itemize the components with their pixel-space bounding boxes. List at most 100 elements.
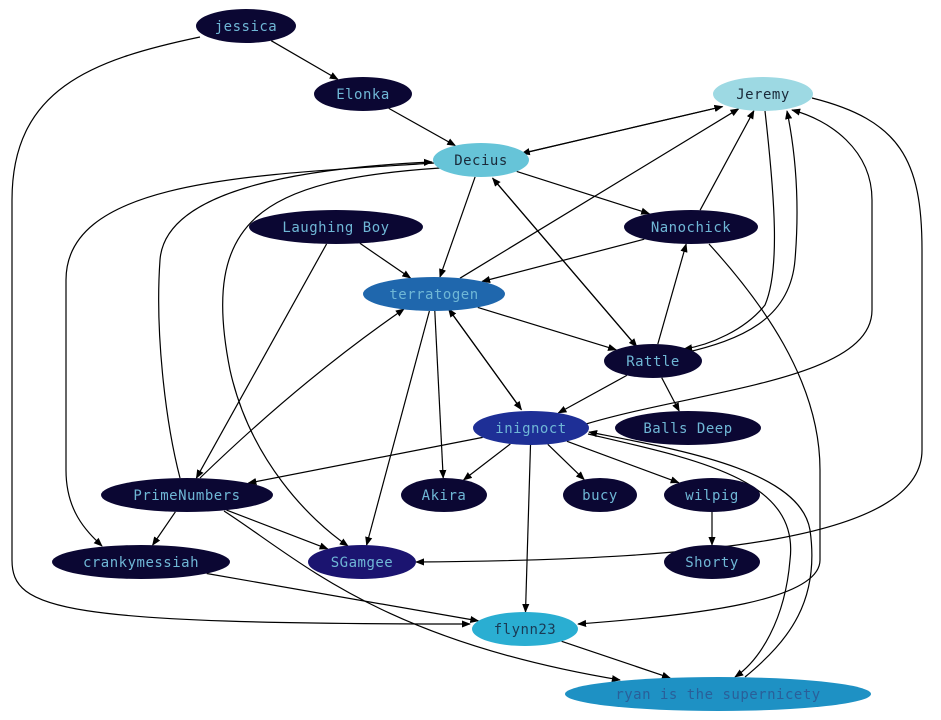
edge-crankymessiah-to-flynn23 bbox=[206, 572, 480, 624]
edges-layer bbox=[11, 36, 923, 683]
node-akira[interactable]: Akira bbox=[401, 478, 487, 512]
node-label-jessica: jessica bbox=[215, 19, 278, 35]
node-rattle[interactable]: Rattle bbox=[604, 344, 702, 378]
node-shape-decius[interactable] bbox=[433, 143, 529, 177]
node-label-terratogen: terratogen bbox=[389, 287, 478, 303]
edge-primenumbers-to-terratogen bbox=[199, 308, 405, 479]
node-shape-jessica[interactable] bbox=[196, 9, 296, 43]
edge-rattle-to-balls-deep bbox=[661, 377, 680, 412]
node-shape-jeremy[interactable] bbox=[713, 77, 813, 111]
node-shape-balls-deep[interactable] bbox=[615, 411, 761, 445]
edge-inignoct-to-akira bbox=[462, 443, 511, 481]
node-jeremy[interactable]: Jeremy bbox=[713, 77, 813, 111]
edge-decius-to-terratogen bbox=[439, 176, 476, 278]
edge-laughing-boy-to-terratogen bbox=[359, 242, 412, 279]
node-shape-rattle[interactable] bbox=[604, 344, 702, 378]
edge-inignoct-to-jeremy bbox=[585, 108, 873, 425]
node-shape-terratogen[interactable] bbox=[363, 277, 505, 311]
node-label-flynn23: flynn23 bbox=[494, 622, 557, 638]
node-shape-bucy[interactable] bbox=[563, 478, 637, 512]
edge-nanochick-to-terratogen bbox=[481, 238, 645, 283]
node-label-crankymessiah: crankymessiah bbox=[83, 555, 199, 571]
node-label-shorty: Shorty bbox=[685, 555, 739, 571]
node-label-elonka: Elonka bbox=[336, 87, 390, 103]
node-elonka[interactable]: Elonka bbox=[314, 77, 412, 111]
node-shape-crankymessiah[interactable] bbox=[52, 545, 230, 579]
node-label-primenumbers: PrimeNumbers bbox=[133, 488, 240, 504]
edge-jessica-to-flynn23 bbox=[11, 36, 471, 628]
node-label-inignoct: inignoct bbox=[495, 421, 566, 437]
edge-inignoct-to-ryan bbox=[587, 433, 792, 678]
node-label-sgamgee: SGamgee bbox=[331, 555, 394, 571]
node-primenumbers[interactable]: PrimeNumbers bbox=[101, 478, 273, 512]
edge-nanochick-to-jeremy bbox=[699, 109, 755, 211]
node-shape-wilpig[interactable] bbox=[664, 478, 760, 512]
node-label-akira: Akira bbox=[422, 488, 467, 504]
node-wilpig[interactable]: wilpig bbox=[664, 478, 760, 512]
node-flynn23[interactable]: flynn23 bbox=[472, 612, 578, 646]
edge-rattle-to-inignoct bbox=[557, 374, 628, 414]
edge-primenumbers-to-sgamgee bbox=[226, 509, 329, 550]
node-laughing-boy[interactable]: Laughing Boy bbox=[249, 210, 423, 244]
node-crankymessiah[interactable]: crankymessiah bbox=[52, 545, 230, 579]
node-decius[interactable]: Decius bbox=[433, 143, 529, 177]
edge-terratogen-to-rattle bbox=[477, 306, 618, 351]
node-label-decius: Decius bbox=[454, 153, 508, 169]
node-ryan[interactable]: ryan is the supernicety bbox=[565, 677, 871, 711]
node-label-laughing-boy: Laughing Boy bbox=[282, 220, 389, 236]
node-label-balls-deep: Balls Deep bbox=[643, 421, 732, 437]
edge-inignoct-to-primenumbers bbox=[247, 436, 483, 486]
node-shape-elonka[interactable] bbox=[314, 77, 412, 111]
edge-jeremy-to-decius bbox=[520, 106, 723, 156]
edge-inignoct-to-bucy bbox=[547, 443, 585, 481]
edge-rattle-to-nanochick bbox=[657, 243, 688, 345]
node-bucy[interactable]: bucy bbox=[563, 478, 637, 512]
edge-ryan-to-inignoct bbox=[588, 430, 813, 678]
node-label-rattle: Rattle bbox=[626, 354, 680, 370]
edge-primenumbers-to-ryan bbox=[223, 510, 621, 683]
edge-terratogen-to-akira bbox=[434, 310, 447, 479]
edge-jeremy-to-sgamgee bbox=[415, 97, 923, 566]
edge-decius-to-crankymessiah bbox=[65, 162, 435, 547]
edge-jessica-to-elonka bbox=[270, 40, 339, 80]
edge-decius-to-nanochick bbox=[516, 170, 651, 215]
node-shape-ryan[interactable] bbox=[565, 677, 871, 711]
node-label-wilpig: wilpig bbox=[685, 488, 739, 504]
edge-laughing-boy-to-primenumbers bbox=[195, 243, 328, 479]
node-jessica[interactable]: jessica bbox=[196, 9, 296, 43]
node-shape-shorty[interactable] bbox=[664, 545, 760, 579]
node-label-ryan: ryan is the supernicety bbox=[615, 687, 820, 703]
node-shape-primenumbers[interactable] bbox=[101, 478, 273, 512]
node-shape-nanochick[interactable] bbox=[624, 210, 758, 244]
edge-primenumbers-to-decius bbox=[158, 158, 433, 479]
node-label-bucy: bucy bbox=[582, 488, 618, 504]
edge-flynn23-to-ryan bbox=[561, 640, 671, 679]
edge-inignoct-to-flynn23 bbox=[522, 444, 532, 613]
edge-nanochick-to-flynn23 bbox=[577, 243, 821, 627]
node-sgamgee[interactable]: SGamgee bbox=[308, 545, 416, 579]
node-balls-deep[interactable]: Balls Deep bbox=[615, 411, 761, 445]
node-label-jeremy: Jeremy bbox=[736, 87, 790, 103]
node-label-nanochick: Nanochick bbox=[651, 220, 731, 236]
node-shorty[interactable]: Shorty bbox=[664, 545, 760, 579]
edge-terratogen-to-jeremy bbox=[459, 108, 740, 279]
edge-decius-to-sgamgee bbox=[222, 167, 441, 547]
node-shape-inignoct[interactable] bbox=[473, 411, 589, 445]
edge-terratogen-to-sgamgee bbox=[365, 310, 430, 546]
edge-rattle-to-decius bbox=[492, 177, 638, 348]
edge-inignoct-to-terratogen bbox=[448, 308, 522, 410]
node-shape-laughing-boy[interactable] bbox=[249, 210, 423, 244]
node-terratogen[interactable]: terratogen bbox=[363, 277, 505, 311]
node-shape-flynn23[interactable] bbox=[472, 612, 578, 646]
node-shape-sgamgee[interactable] bbox=[308, 545, 416, 579]
edge-elonka-to-decius bbox=[388, 107, 457, 147]
edge-rattle-to-jeremy bbox=[683, 110, 798, 354]
node-shape-akira[interactable] bbox=[401, 478, 487, 512]
edge-primenumbers-to-crankymessiah bbox=[152, 511, 176, 546]
node-nanochick[interactable]: Nanochick bbox=[624, 210, 758, 244]
edge-jeremy-to-rattle bbox=[683, 110, 776, 352]
node-inignoct[interactable]: inignoct bbox=[473, 411, 589, 445]
